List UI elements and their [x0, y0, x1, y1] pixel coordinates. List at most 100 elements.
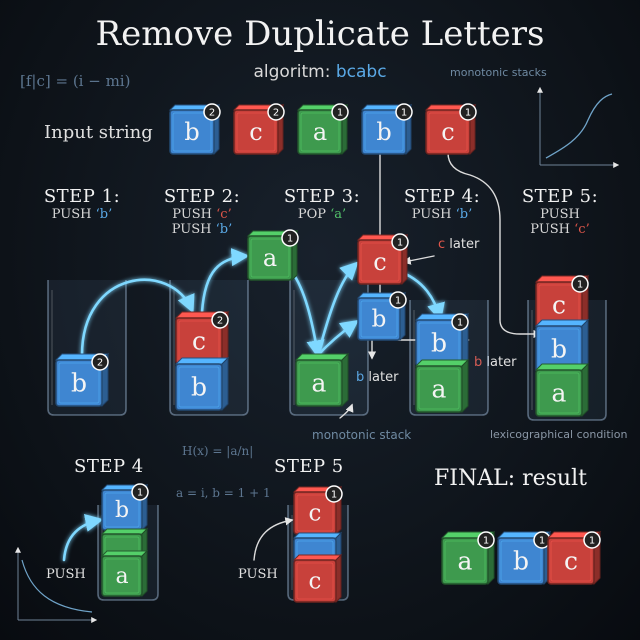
input-cell-1: c2: [232, 103, 285, 156]
step2-cube-c-letter: c: [192, 326, 206, 355]
bottom-step4-cube-b: b1: [100, 483, 149, 532]
step4-cube-a: a: [414, 358, 470, 414]
arrow-step1-to-step2: [80, 278, 195, 357]
input-cell-2-letter: a: [313, 118, 327, 146]
step4-cube-b-letter: b: [431, 328, 447, 357]
input-cell-0: b2: [168, 103, 221, 156]
bottom-step4-title: STEP 4: [74, 456, 144, 477]
step-2-line2: PUSH ‘b’: [171, 222, 233, 237]
algorithm-subtitle: algoritm: bcabc: [0, 62, 640, 82]
algorithm-prefix: algoritm:: [253, 62, 336, 82]
step5-cube-c: c1: [534, 274, 590, 330]
ab-formula: a = i, b = 1 + 1: [176, 486, 271, 500]
bottom-step5-title: STEP 5: [274, 456, 344, 477]
step-5-title: STEP 5:: [521, 186, 599, 207]
step1-cube-b-letter: b: [71, 368, 87, 397]
pointer-monotonic: [339, 403, 354, 419]
step3-popped-a-letter: a: [263, 244, 277, 272]
step4-cube-b: b1: [414, 312, 470, 368]
algorithm-value: bcabc: [335, 62, 387, 82]
final-cube-0: a1: [440, 530, 496, 586]
step-4-line1: PUSH ‘b’: [411, 207, 473, 222]
step-5-line2: PUSH ‘c’: [530, 222, 590, 237]
bottom-step5-cube-c-letter: c: [309, 501, 322, 527]
final-result-title: FINAL: result: [434, 466, 587, 491]
final-cube-2: c1: [546, 530, 602, 586]
step-3-line1: POP ‘a’: [297, 207, 347, 222]
mini-plot-top-right: [537, 86, 620, 168]
final-cube-2-letter: c: [564, 546, 578, 575]
lexicographical-label: lexicographical condition: [490, 428, 628, 441]
formula-top: [f|c] = (i − mi): [20, 72, 131, 90]
bottom-step5-cube-c2: c: [292, 553, 343, 604]
arrow-step2-to-a: [200, 248, 250, 314]
monotonic-stacks-label: monotonic stacks: [450, 66, 547, 79]
b-later-right-text: later: [482, 355, 517, 370]
step-2-line1: PUSH ‘c’: [172, 207, 232, 222]
bottom-push-left: PUSH: [46, 567, 86, 582]
bottom-step5-cube-c: c1: [292, 485, 343, 536]
page-title: Remove Duplicate Letters: [95, 14, 545, 54]
step3-cube-c-later: c1: [356, 233, 409, 286]
arrow-a-to-step3: [290, 270, 325, 359]
input-cell-4-badge: 1: [465, 107, 471, 118]
step2-cube-c-badge: 2: [217, 315, 223, 326]
step-3-title: STEP 3:: [283, 186, 361, 207]
step2-cube-b: b: [174, 356, 230, 412]
step1-cube-b-badge: 2: [97, 357, 103, 368]
hx-formula: H(x) = |a/n|: [182, 444, 254, 458]
bottom-step4-cube-a-letter: a: [115, 564, 128, 589]
step-2-title: STEP 2:: [163, 186, 241, 207]
b-later-left-text: later: [364, 370, 399, 385]
step3-popped-a: a1: [246, 229, 299, 282]
bottom-step5-cube-c-badge: 1: [331, 489, 337, 500]
input-cell-4-letter: c: [441, 118, 454, 146]
step-4-heading: STEP 4:PUSH ‘b’: [392, 186, 492, 222]
bottom-step5-cube-c2-letter: c: [309, 569, 322, 595]
input-cell-3-badge: 1: [401, 107, 407, 118]
c-later-text: later: [445, 237, 480, 252]
step4-cube-a-letter: a: [432, 374, 447, 403]
final-cube-1-badge: 1: [539, 535, 545, 546]
step-5-line1: PUSH: [540, 207, 580, 222]
final-cube-0-badge: 1: [483, 535, 489, 546]
final-cube-0-letter: a: [458, 546, 473, 575]
final-cube-1: b1: [496, 530, 552, 586]
step5-cube-b: b: [534, 318, 590, 374]
arrow-input-c-to-step5: [447, 152, 542, 339]
mini-plot-bottom-left: [15, 546, 98, 623]
step-1-title: STEP 1:: [43, 186, 121, 207]
input-string-label: Input string: [44, 122, 153, 143]
input-cell-4: c1: [424, 103, 477, 156]
step-1-line1: PUSH ‘b’: [51, 207, 113, 222]
b-later-left-label: b later: [356, 370, 398, 385]
step3-cube-c-later-badge: 1: [397, 237, 403, 248]
bottom-step4-cube-a: a: [100, 549, 149, 598]
input-cell-1-letter: c: [249, 118, 262, 146]
step3-cube-c-later-letter: c: [373, 248, 386, 276]
step-1-heading: STEP 1:PUSH ‘b’: [32, 186, 132, 222]
bottom-step4-cube-b-letter: b: [115, 498, 129, 523]
step5-cube-c-badge: 1: [577, 279, 583, 290]
step2-cube-b-letter: b: [191, 372, 207, 401]
step5-cube-a-letter: a: [552, 378, 567, 407]
step5-cube-c-letter: c: [552, 290, 566, 319]
input-cell-0-letter: b: [184, 118, 199, 146]
input-cell-0-badge: 2: [209, 107, 215, 118]
step3-cube-b-later: b1: [356, 291, 407, 342]
step-4-title: STEP 4:: [403, 186, 481, 207]
input-cell-3-letter: b: [376, 118, 391, 146]
step3-cube-b-later-badge: 1: [395, 295, 401, 306]
step4-cube-b-badge: 1: [457, 317, 463, 328]
step-2-heading: STEP 2:PUSH ‘c’PUSH ‘b’: [152, 186, 252, 237]
monotonic-stack-label: monotonic stack: [312, 428, 412, 442]
step3-cube-b-later-letter: b: [372, 307, 387, 333]
arrow-step3-to-b: [316, 319, 359, 357]
step1-cube-b: b2: [54, 352, 110, 408]
input-cell-1-badge: 2: [273, 107, 279, 118]
bottom-push-right: PUSH: [238, 567, 278, 582]
arrow-step3-to-c: [316, 261, 359, 357]
